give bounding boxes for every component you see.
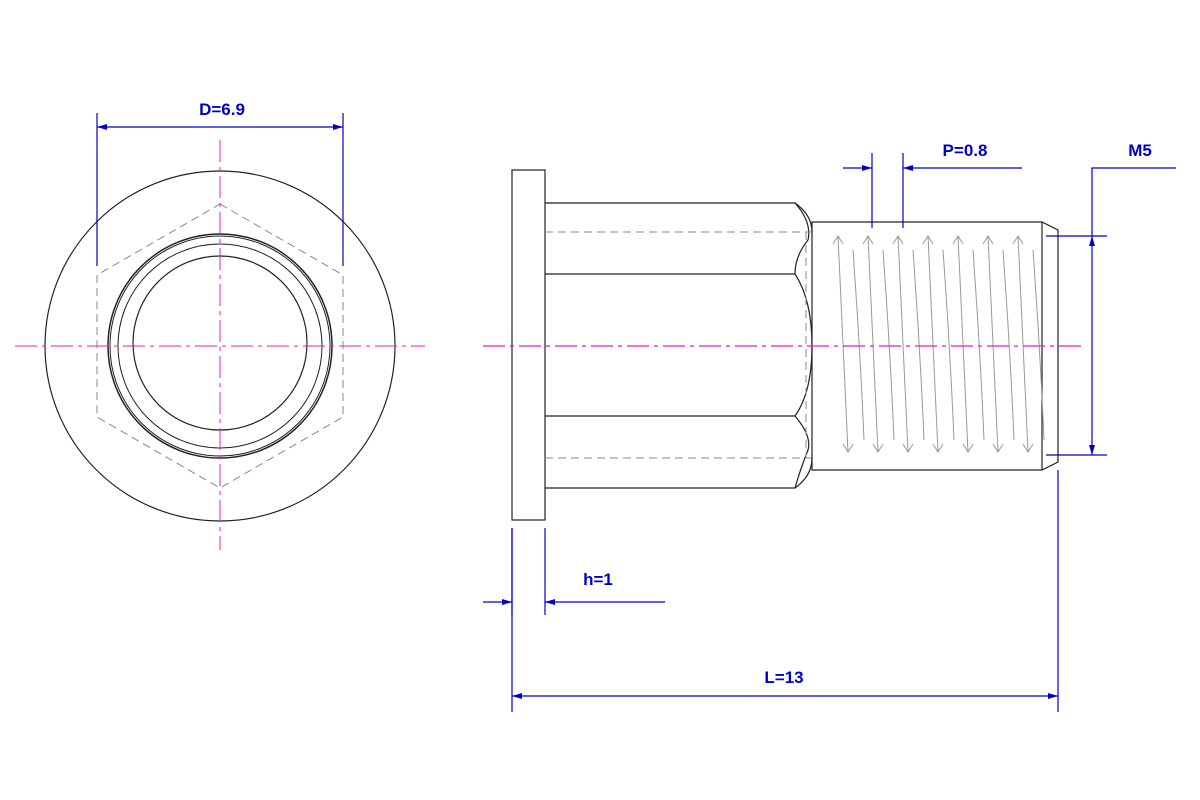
thread-root-line	[882, 249, 895, 441]
thread-root-line	[972, 249, 985, 441]
flange-side	[511, 169, 546, 521]
dimension-d	[96, 113, 344, 266]
diameter-label: D=6.9	[199, 100, 245, 119]
thread-crest-line	[862, 235, 884, 453]
thread-crest-line	[952, 235, 974, 453]
thread-root-line	[852, 249, 865, 441]
thread-root-line	[942, 249, 955, 441]
thread-root-line	[1002, 249, 1015, 441]
thread-crest-line	[982, 235, 1004, 453]
dimension-m5	[1046, 167, 1176, 456]
thread-lines	[832, 235, 1045, 453]
head-height-label: h=1	[583, 570, 613, 589]
side-view	[483, 169, 1082, 521]
dimension-p	[843, 153, 1022, 228]
dimension-l	[511, 470, 1059, 712]
dimension-h	[483, 528, 665, 615]
pitch-label: P=0.8	[942, 141, 988, 160]
thread-crest-line	[892, 235, 914, 453]
thread-size-label: M5	[1128, 141, 1152, 160]
thread-crest-line	[922, 235, 944, 453]
thread-root-line	[912, 249, 925, 441]
front-view	[15, 140, 425, 550]
thread-crest-line	[1012, 235, 1034, 453]
bore-circle	[117, 243, 323, 449]
thread-crest-line	[832, 235, 854, 453]
length-label: L=13	[764, 668, 804, 687]
